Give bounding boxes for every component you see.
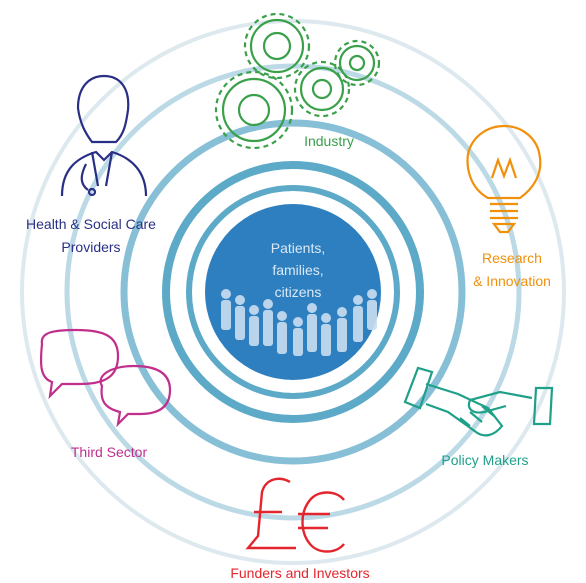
- speech-bubbles-icon: [39, 328, 172, 428]
- health-label-line1: Health & Social Care: [26, 216, 156, 232]
- lightbulb-icon: [466, 124, 542, 234]
- policy-label: Policy Makers: [441, 452, 528, 468]
- handshake-icon: [403, 366, 554, 437]
- pound-euro-icon: [245, 477, 345, 553]
- inner-ring: [186, 185, 400, 399]
- center-label-line1: Patients,: [271, 240, 325, 256]
- funders-label: Funders and Investors: [230, 565, 369, 581]
- doctor-icon: [60, 74, 148, 197]
- outer-ring: [20, 19, 566, 565]
- people-icon: [221, 289, 377, 356]
- research-label-line2: & Innovation: [473, 273, 551, 289]
- center-label-line3: citizens: [275, 284, 322, 300]
- industry-label: Industry: [304, 133, 354, 149]
- middle-ring: [120, 119, 466, 465]
- research-label-line1: Research: [482, 250, 542, 266]
- health-label-line2: Providers: [61, 239, 120, 255]
- gears-icon: [214, 12, 381, 150]
- third-sector-label: Third Sector: [71, 444, 148, 460]
- center-label-line2: families,: [272, 262, 323, 278]
- inner-ring-outer: [162, 161, 424, 423]
